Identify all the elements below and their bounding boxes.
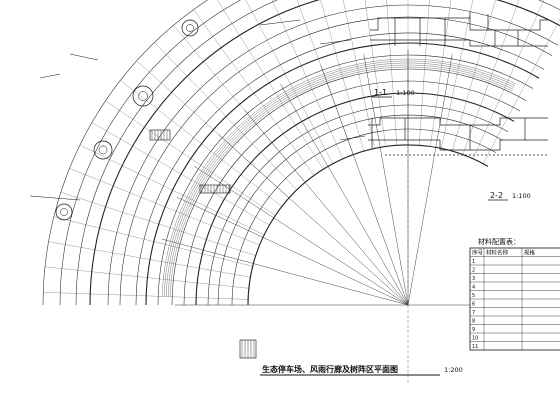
table-cell: 9 <box>472 327 475 333</box>
leader-line <box>319 39 351 45</box>
hatch-frame <box>199 184 231 194</box>
plan-arc <box>217 114 504 306</box>
table-title: 材料配置表： <box>478 237 520 246</box>
fan-line <box>407 53 453 306</box>
section-1-1-label: 1-1 <box>374 88 387 97</box>
table-header-cell: 规格 <box>524 249 536 257</box>
table-cell: 10 <box>472 336 478 342</box>
radial-line <box>60 192 256 256</box>
leader-line <box>29 195 81 201</box>
radial-line <box>296 0 354 155</box>
fan-line <box>176 196 409 306</box>
plan-arc <box>145 42 540 306</box>
table-cell: 1 <box>472 259 475 265</box>
table-header-cell: 材料名称 <box>486 249 509 257</box>
tree-pool <box>55 203 73 221</box>
radial-line <box>120 80 282 207</box>
plan-arc <box>75 0 560 306</box>
radial-line <box>105 100 276 216</box>
fan-line <box>363 53 409 306</box>
radial-line <box>91 122 270 226</box>
plan-arc <box>247 144 489 306</box>
plan-arc <box>119 16 553 306</box>
radial-line <box>136 60 290 198</box>
radial-line <box>430 0 452 147</box>
table-cell: 6 <box>472 302 475 308</box>
section-2-2-scale: 1:100 <box>512 192 531 200</box>
radial-line <box>48 241 251 278</box>
section-2-2 <box>368 117 548 156</box>
hatch-frame <box>149 129 171 141</box>
tree-pool-inner <box>98 145 108 155</box>
radial-line <box>272 0 344 159</box>
hatch-patch <box>239 339 257 359</box>
table-cell: 7 <box>472 310 475 316</box>
plan-details <box>29 19 366 359</box>
plan-arc-hatch <box>165 62 515 297</box>
radial-line <box>154 42 297 190</box>
section-1-1-scale: 1:100 <box>396 89 415 97</box>
tree-pool <box>132 85 154 107</box>
radial-line <box>419 0 430 146</box>
tree-pool-inner <box>186 24 194 32</box>
plan-arc <box>89 0 560 306</box>
plan-radials <box>43 0 560 385</box>
radial-line <box>53 216 253 267</box>
plan-arc <box>231 128 497 306</box>
plan-arc <box>157 54 534 306</box>
hatch-patch <box>199 184 231 194</box>
table-cell: 5 <box>472 293 475 299</box>
section-1-1 <box>370 12 548 47</box>
plan-arc-hatch <box>161 58 516 297</box>
radial-line <box>364 0 386 147</box>
radial-line <box>386 0 397 146</box>
plan-arc-hatch <box>169 66 513 297</box>
radial-line <box>217 0 324 170</box>
radial-line <box>44 266 249 289</box>
plan-arc-hatch <box>163 60 516 297</box>
radial-line <box>320 0 365 152</box>
tree-pool-inner <box>60 208 68 216</box>
tree-pool-inner <box>138 91 148 101</box>
leader-line <box>339 135 366 141</box>
radial-line <box>43 292 249 300</box>
section-2-2-label: 2-2 <box>490 191 503 200</box>
leader-line <box>39 73 61 79</box>
leader-line <box>259 19 301 26</box>
main-title: 生态停车场、风雨行廊及树阵区平面图 <box>262 364 398 374</box>
radial-line <box>245 0 334 164</box>
radial-line <box>193 9 315 176</box>
radial-line <box>173 25 306 183</box>
table-cell: 2 <box>472 268 475 274</box>
leader-line <box>69 53 99 61</box>
radial-line <box>472 0 544 159</box>
radial-line <box>462 0 520 155</box>
plan-arc <box>207 104 509 306</box>
table-cell: 8 <box>472 319 475 325</box>
materials-table: 序号材料名称 规格 1 2 3 4 5 6 7 8 9 10 11 <box>469 247 560 351</box>
radial-line <box>79 144 265 236</box>
plan-arc <box>59 0 241 306</box>
table-header-cell: 序号 <box>472 249 484 257</box>
radial-line <box>343 0 375 149</box>
fan-line <box>280 84 409 306</box>
tree-pool <box>93 140 113 160</box>
table-cell: 3 <box>472 276 475 282</box>
plan-arc <box>107 4 559 306</box>
table-cell: 4 <box>472 285 475 291</box>
radial-line <box>441 0 473 149</box>
radial-line <box>69 168 260 246</box>
main-scale: 1:200 <box>444 366 463 374</box>
hatch-patch <box>149 129 171 141</box>
table-cell: 11 <box>472 344 478 350</box>
fan-line <box>161 238 409 306</box>
radial-line <box>451 0 496 152</box>
plan-arc <box>135 32 545 306</box>
radial-line <box>482 18 560 164</box>
tree-pool <box>181 19 199 37</box>
